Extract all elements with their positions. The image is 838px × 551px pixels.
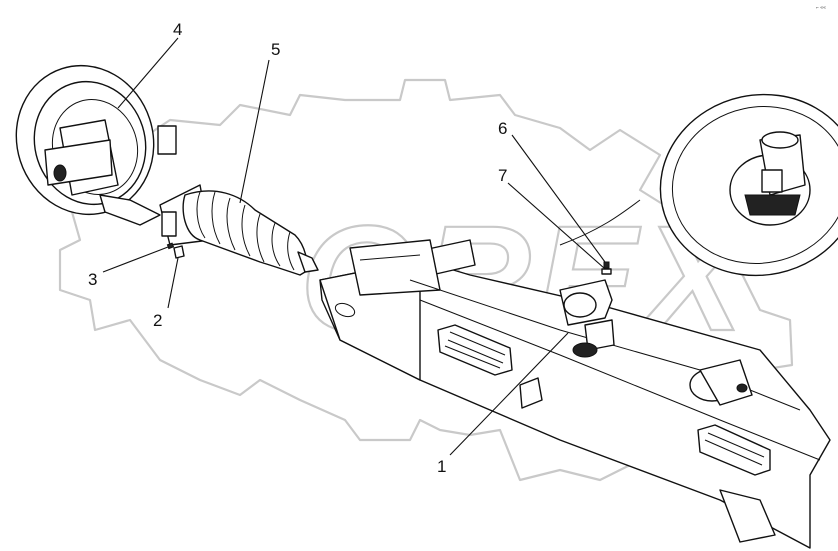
fastener-top [601, 261, 612, 275]
callout-1: 1 [437, 332, 569, 476]
callout-2: 2 [153, 257, 179, 330]
final-drive [659, 93, 838, 277]
washer [173, 245, 185, 259]
corner-mark: ⌐ «« [816, 5, 826, 11]
callout-2-label: 2 [153, 311, 162, 330]
recoil-spring [159, 184, 319, 276]
callout-4-label: 4 [173, 20, 182, 39]
callout-4: 4 [117, 20, 182, 109]
callout-3: 3 [88, 246, 169, 289]
bolt [166, 242, 175, 250]
callout-1-label: 1 [437, 457, 446, 476]
grease-line [559, 199, 641, 246]
callout-6: 6 [498, 119, 606, 263]
callout-3-label: 3 [88, 270, 97, 289]
callout-7: 7 [498, 166, 605, 269]
idler-wheel [15, 64, 177, 226]
callout-5: 5 [239, 40, 280, 204]
callout-7-label: 7 [498, 166, 507, 185]
callout-5-label: 5 [271, 40, 280, 59]
callout-6-label: 6 [498, 119, 507, 138]
track-frame [319, 239, 831, 549]
